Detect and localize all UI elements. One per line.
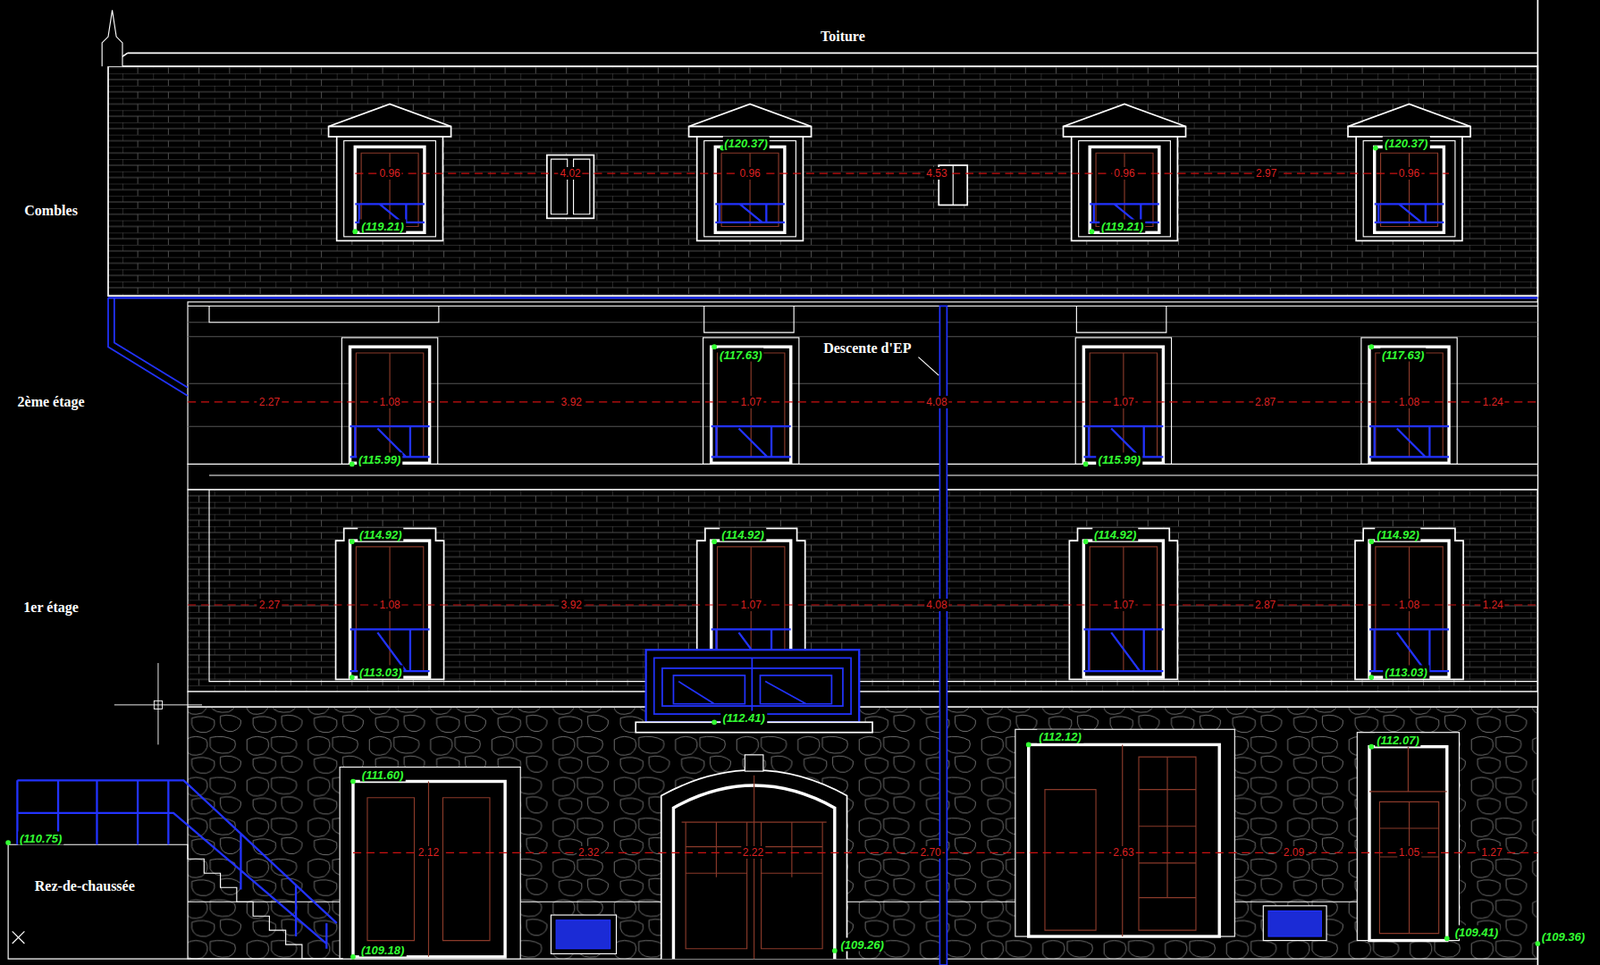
elevation-mark: (120.37) [1382,135,1430,150]
dimension-value: 1.08 [1397,395,1422,409]
dimension-value: 1.07 [1111,598,1136,612]
elevation-mark: (111.60) [360,767,406,782]
dimension-value: 4.08 [924,395,949,409]
dimension-value: 1.27 [1479,846,1504,859]
elevation-mark: (109.36) [1540,930,1587,944]
dimension-value: 1.24 [1480,598,1505,612]
dimension-value: 2.09 [1281,846,1306,859]
elevation-mark: (120.37) [722,135,769,150]
elevation-mark: (114.92) [1092,528,1138,542]
dimension-value: 2.32 [576,846,601,859]
floor-label: Combles [21,202,81,219]
floor-label: 1er étage [20,599,81,616]
floor-label: Toiture [817,28,868,45]
elevation-mark: (113.03) [1382,665,1429,680]
dimension-value: 2.12 [416,846,441,859]
dimension-value: 2.70 [917,846,943,859]
dimension-value: 4.53 [924,167,949,180]
elevation-mark: (110.75) [17,832,64,846]
elevation-mark: (112.41) [720,710,767,725]
dimension-value: 4.02 [557,167,582,180]
dimension-value: 2.27 [257,395,282,409]
elevation-mark: (109.41) [1453,926,1500,940]
dimension-value: 1.08 [377,598,402,612]
dimension-value: 0.96 [737,167,762,180]
elevation-mark: (109.26) [838,938,885,952]
floor-label: Descente d'EP [820,340,914,357]
dimension-value: 3.92 [559,598,584,612]
dimension-value: 4.08 [924,598,949,612]
elevation-mark: (115.99) [1096,452,1143,466]
elevation-mark: (119.21) [1099,219,1146,234]
dimension-value: 1.07 [739,598,764,612]
dimension-value: 0.96 [1111,167,1137,180]
elevation-mark: (112.12) [1036,730,1083,744]
dimension-value: 0.96 [377,167,402,180]
dimension-value: 2.87 [1253,598,1278,612]
dimension-value: 1.07 [1111,395,1136,409]
floor-label: 2ème étage [15,394,88,411]
elevation-mark: (114.92) [357,528,404,542]
elevation-mark: (114.92) [719,528,766,542]
elevation-mark: (112.07) [1374,732,1421,747]
dimension-value: 0.96 [1397,167,1422,180]
dimension-value: 1.08 [377,395,402,409]
elevation-mark: (113.03) [357,665,404,680]
dimension-value: 3.92 [559,395,584,409]
floor-label: Rez-de-chaussée [32,878,138,895]
elevation-mark: (119.21) [359,219,405,234]
elevation-mark: (115.99) [356,452,403,466]
dimension-value: 1.07 [739,395,764,409]
elevation-mark: (117.63) [717,348,764,363]
dimension-value: 1.24 [1480,395,1505,409]
dimension-value: 2.87 [1253,395,1278,409]
dimension-value: 2.63 [1111,846,1136,859]
dimension-value: 1.05 [1397,846,1422,859]
dimension-value: 2.22 [741,846,766,859]
elevation-mark: (117.63) [1380,348,1426,363]
dimension-value: 2.97 [1254,167,1279,180]
dimension-value: 2.27 [257,598,282,612]
elevation-mark: (109.18) [359,943,406,957]
dimension-value: 1.08 [1397,598,1422,612]
elevation-mark: (114.92) [1374,528,1421,542]
